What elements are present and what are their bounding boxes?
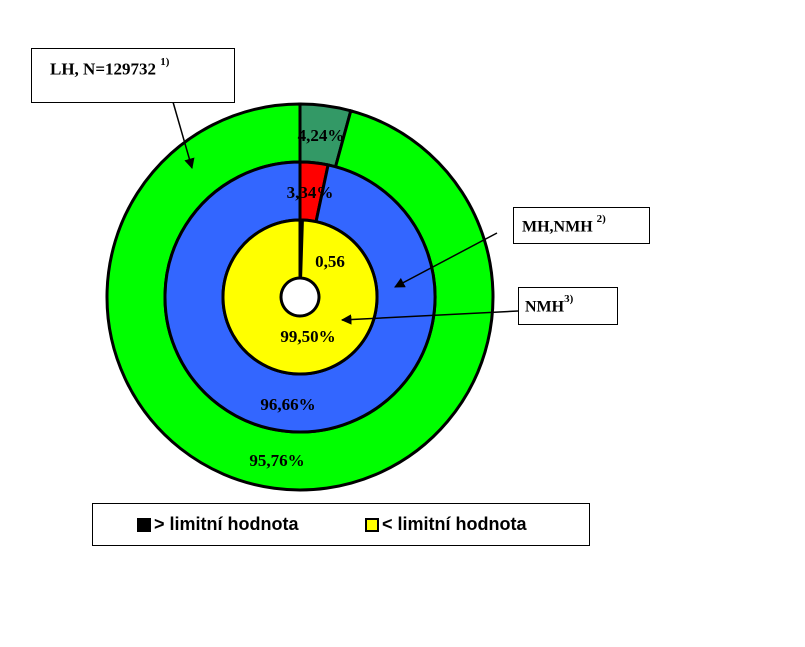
slice-label-mh_nmh-below: 96,66%: [260, 395, 315, 414]
slice-label-nmh-above: 0,56: [315, 252, 345, 271]
callout-nmh-footnote: 3): [564, 293, 574, 305]
callout-mh-nmh-text: MH,NMH: [522, 218, 593, 236]
slice-nmh-below: [221, 218, 379, 376]
legend-item-below-limit: < limitní hodnota: [365, 514, 527, 535]
slice-label-mh_nmh-above: 3,34%: [287, 183, 334, 202]
slice-label-lh-above: 4,24%: [298, 126, 345, 145]
callout-arrow-mh-nmh: [394, 232, 498, 288]
callout-nmh: NMH3): [518, 287, 618, 325]
callout-lh-footnote: 1): [160, 56, 170, 68]
callout-mh-nmh-footnote: 2): [596, 213, 606, 225]
legend-label-below: < limitní hodnota: [382, 514, 527, 534]
legend-swatch-below: [365, 517, 379, 532]
slice-label-lh-below: 95,76%: [249, 451, 304, 470]
callout-arrow-nmh: [340, 310, 519, 325]
legend-swatch-above: [137, 517, 151, 532]
callout-lh: LH, N=129732 1): [31, 48, 235, 103]
chart-legend: > limitní hodnota < limitní hodnota: [92, 503, 590, 546]
legend-item-above-limit: > limitní hodnota: [137, 514, 299, 535]
slice-labels: 4,24% 95,76% 3,34% 96,66% 0,56 99,50%: [249, 126, 345, 470]
donut-rings: [105, 102, 495, 492]
slice-label-nmh-below: 99,50%: [280, 327, 335, 346]
callout-lh-text: LH, N=129732: [50, 59, 157, 79]
callout-arrow-lh: [172, 101, 195, 170]
callout-mh-nmh: MH,NMH 2): [513, 207, 650, 244]
callout-nmh-text: NMH: [525, 298, 565, 316]
legend-label-above: > limitní hodnota: [154, 514, 299, 534]
slice-mh_nmh-below: [163, 160, 437, 434]
